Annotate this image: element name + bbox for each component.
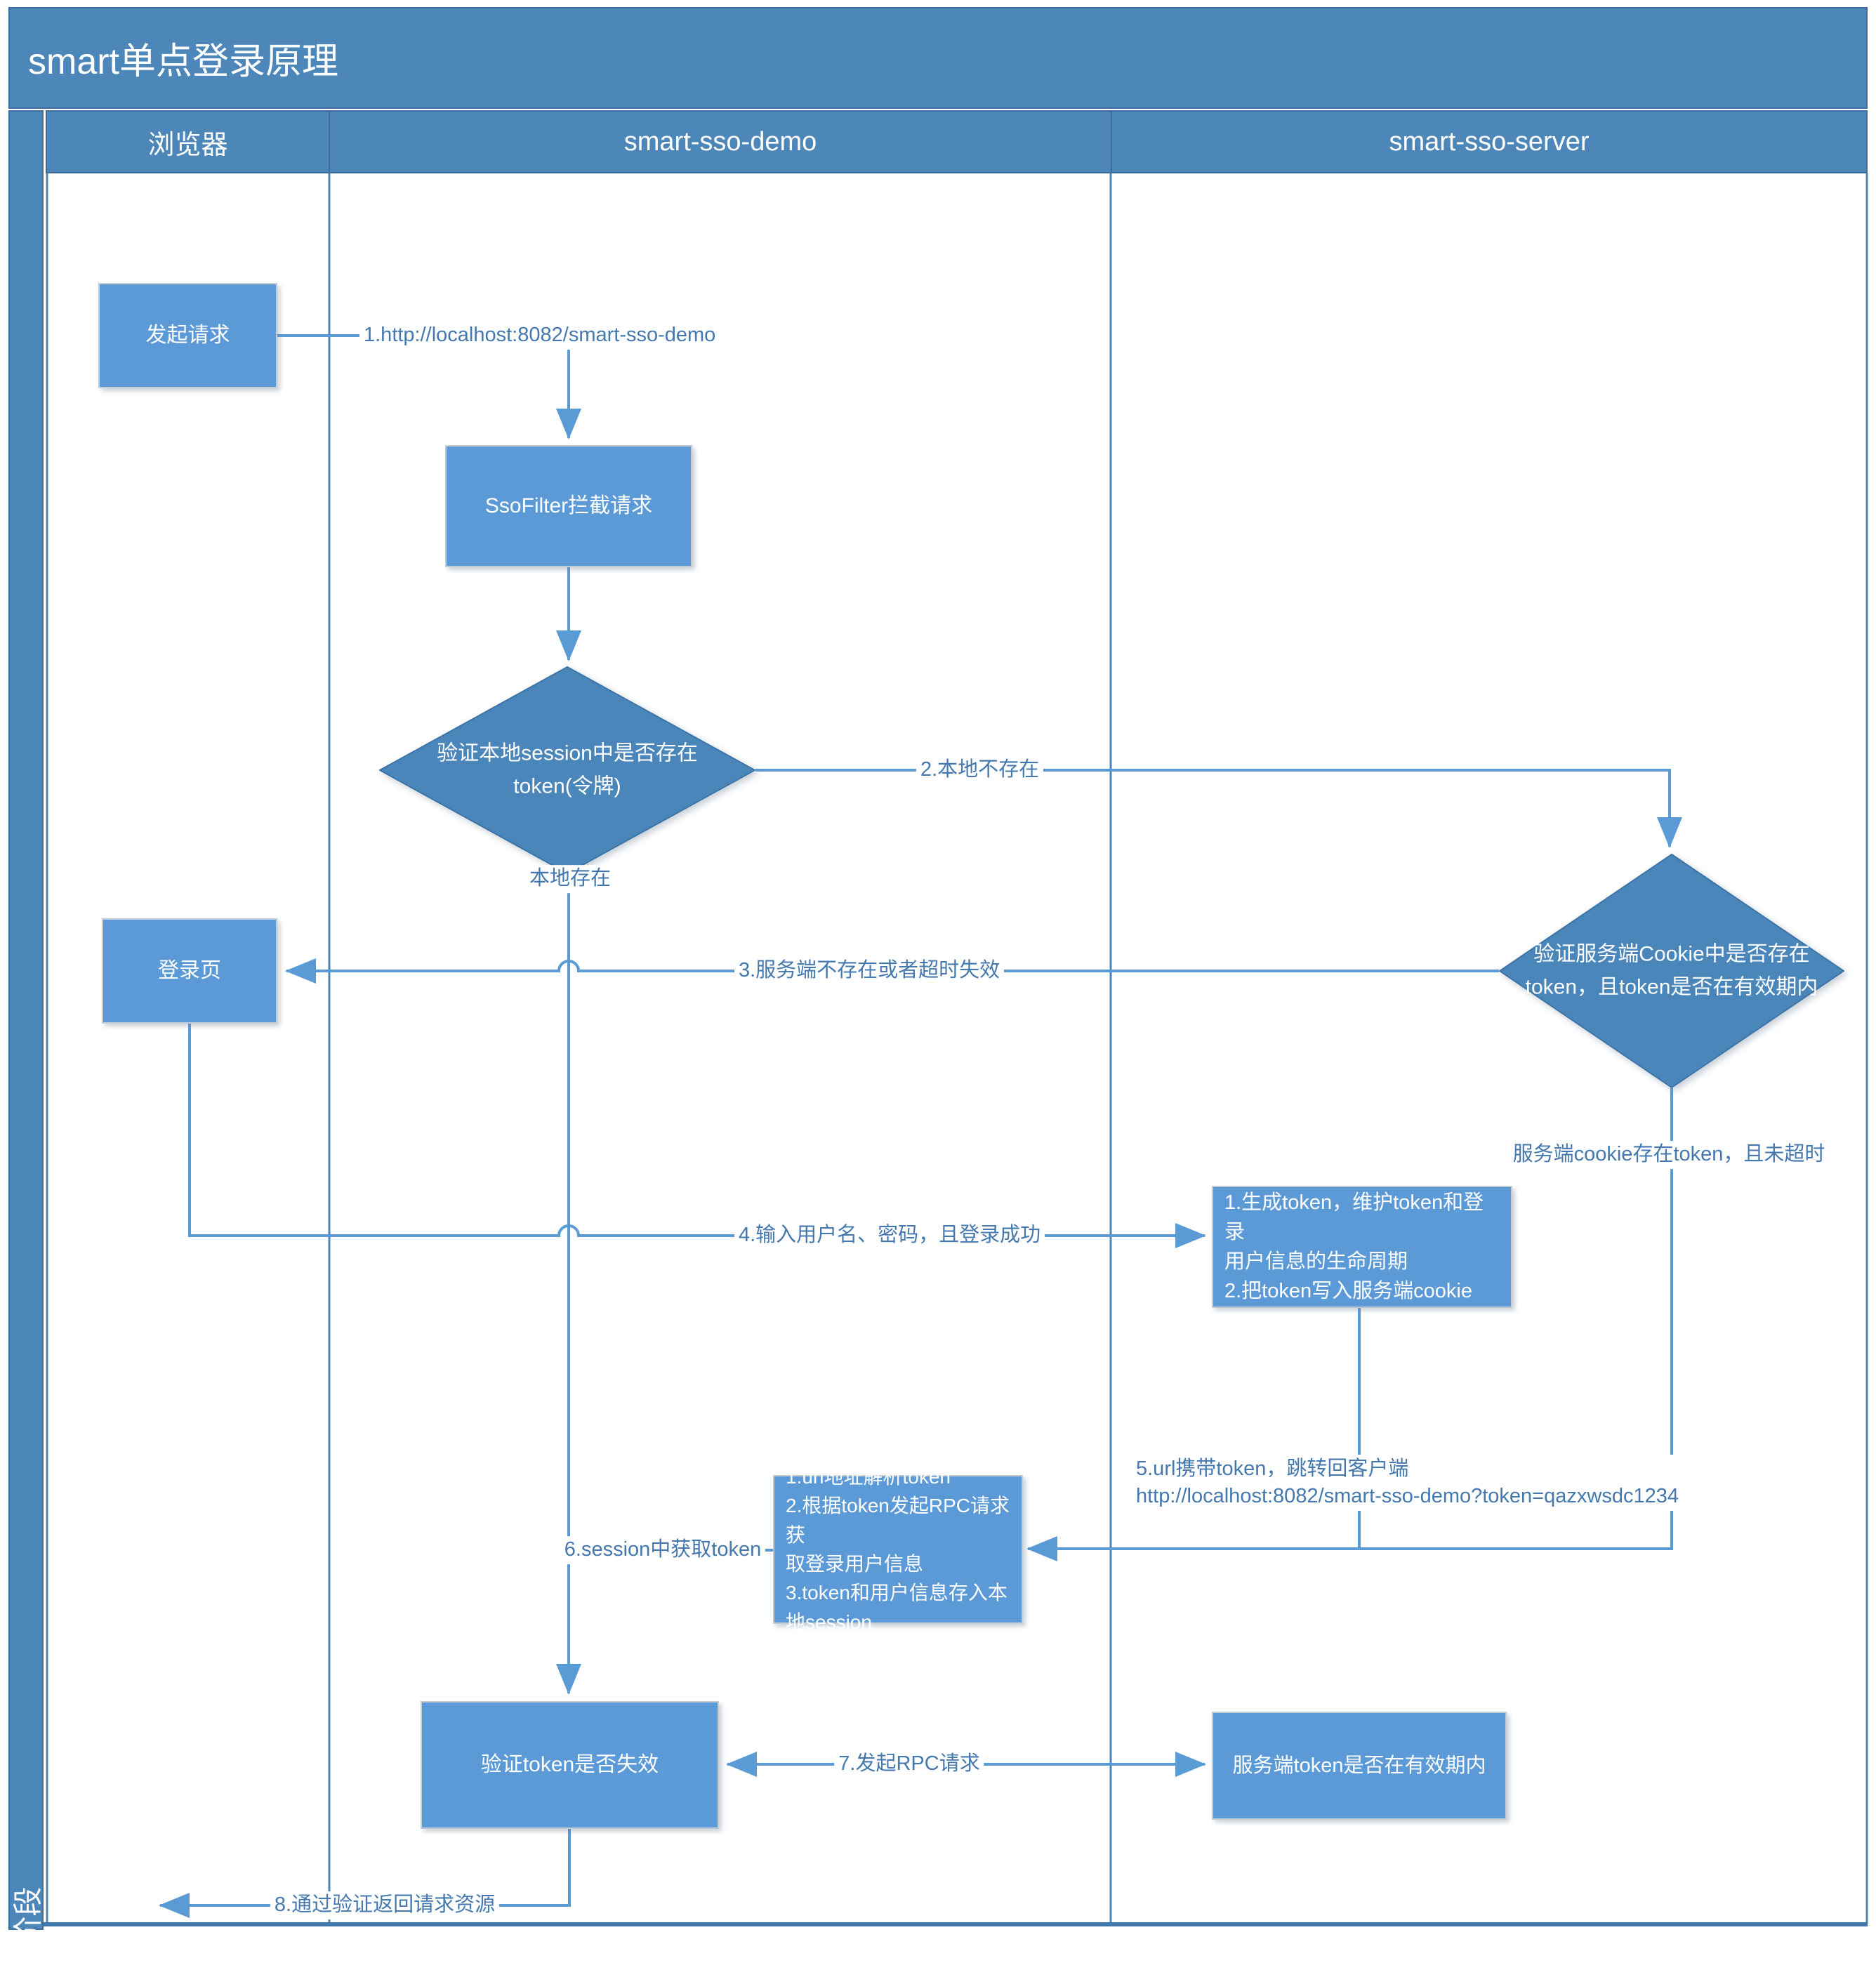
lane-header-smart-sso-server-label: smart-sso-server (1389, 126, 1590, 157)
node-check-local-session: 验证本地session中是否存在 token(令牌) (379, 666, 755, 874)
node-check-server-cookie-label: 验证服务端Cookie中是否存在 token，且token是否在有效期内 (1525, 942, 1818, 999)
diagram-title: smart单点登录原理 (28, 41, 339, 82)
phase-strip: 阶段 (8, 110, 45, 1946)
edge-label-3: 3.服务端不存在或者超时失效 (734, 957, 1005, 985)
edge-1-request (277, 334, 581, 439)
edge-label-4: 4.输入用户名、密码，且登录成功 (734, 1222, 1045, 1250)
edge-label-7: 7.发起RPC请求 (834, 1750, 984, 1778)
edge-2-local-missing (755, 769, 1682, 848)
edge-label-5: 5.url携带token，跳转回客户端 http://localhost:808… (1132, 1455, 1683, 1512)
lane-header-browser: 浏览器 (46, 110, 330, 173)
node-check-local-session-label: 验证本地session中是否存在 token(令牌) (437, 741, 698, 798)
decision-diamond-shape (1499, 854, 1844, 1088)
lane-header-browser-label: 浏览器 (147, 130, 228, 160)
node-check-server-cookie: 验证服务端Cookie中是否存在 token，且token是否在有效期内 (1499, 854, 1844, 1088)
edge-label-server-cookie-exists: 服务端cookie存在token，且未超时 (1508, 1141, 1830, 1169)
diagram-title-bar: smart单点登录原理 (8, 7, 1868, 109)
node-parse-token: 1.url地址解析token 2.根据token发起RPC请求获 取登录用户信息… (773, 1466, 1023, 1633)
edge-label-local-exists: 本地存在 (524, 865, 616, 893)
edge-label-1: 1.http://localhost:8082/smart-sso-demo (359, 322, 720, 350)
edge-4-login-success (188, 1024, 1206, 1248)
lane-borders (46, 173, 1868, 1924)
edge-label-6: 6.session中获取token (560, 1536, 766, 1564)
node-generate-token: 1.生成token，维护token和登录 用户信息的生命周期 2.把token写… (1212, 1186, 1512, 1308)
edge-label-8: 8.通过验证返回请求资源 (270, 1891, 500, 1919)
edge-label-2: 2.本地不存在 (916, 756, 1044, 784)
node-validate-token: 验证token是否失效 (421, 1701, 719, 1829)
lane-header-smart-sso-demo-label: smart-sso-demo (623, 126, 817, 157)
edge-5-redirect (1026, 1088, 1673, 1561)
lane-header-smart-sso-demo: smart-sso-demo (329, 110, 1112, 173)
node-start-request: 发起请求 (98, 283, 277, 388)
node-sso-filter: SsoFilter拦截请求 (445, 445, 692, 567)
node-server-token-valid: 服务端token是否在有效期内 (1212, 1712, 1507, 1820)
edge-6-session-token (556, 1549, 773, 1695)
lane-header-smart-sso-server: smart-sso-server (1111, 110, 1868, 173)
node-login-page: 登录页 (102, 918, 277, 1024)
